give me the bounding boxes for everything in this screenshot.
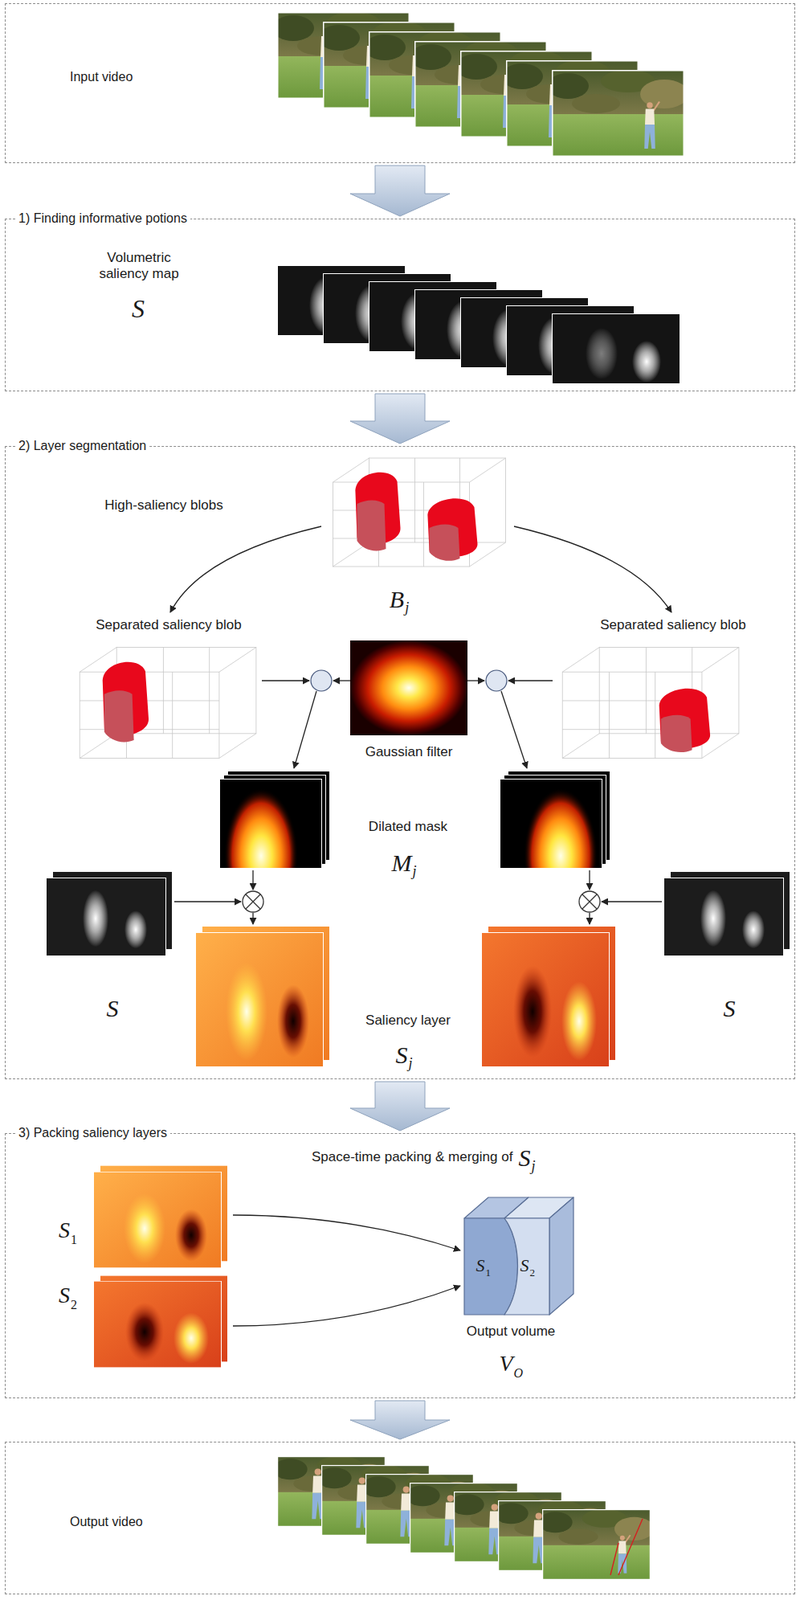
- symbol-letter: S: [723, 994, 736, 1021]
- block-arrow: [350, 165, 450, 217]
- panel-box: 1) Finding informative potionsVolumetric…: [4, 218, 796, 392]
- saliency-layer-left: [195, 925, 331, 1067]
- panel-box: Output video: [4, 1440, 796, 1594]
- figure-caption: Saliency layer: [365, 1012, 451, 1029]
- panel-text: Volumetric saliency map: [82, 249, 196, 283]
- blob-volume: [333, 457, 507, 567]
- subscript: j: [408, 1055, 413, 1072]
- figure-caption: Output volume: [466, 1323, 556, 1339]
- input-frames: [272, 12, 689, 157]
- symbol-letter: S: [106, 994, 119, 1021]
- symbol-letter: S: [476, 1255, 486, 1275]
- subscript: j: [404, 600, 409, 617]
- symbol-letter: V: [498, 1351, 513, 1376]
- figure-caption: Separated saliency blob: [95, 617, 241, 633]
- figure-caption: Dilated mask: [368, 819, 448, 835]
- subscript: 2: [70, 1297, 78, 1312]
- symbol-letter: B: [389, 585, 405, 613]
- panel-text: Output video: [69, 1513, 143, 1529]
- symbol-letter: S: [58, 1282, 70, 1308]
- combine-circles: [310, 669, 507, 691]
- panel-heading: 1) Finding informative potions: [15, 210, 191, 226]
- figure-caption: Gaussian filter: [365, 744, 454, 760]
- block-arrow: [350, 1400, 450, 1439]
- separated-blob-right: [562, 647, 739, 759]
- subscript: j: [412, 863, 417, 880]
- saliency-layer-right: [481, 925, 617, 1067]
- subscript: 1: [485, 1266, 492, 1278]
- symbol-letter: M: [391, 848, 413, 876]
- panel-heading: 3) Packing saliency layers: [15, 1124, 171, 1140]
- subscript: 2: [530, 1266, 536, 1278]
- subscript: O: [514, 1365, 524, 1380]
- block-arrow: [350, 1081, 450, 1131]
- subscript: 1: [70, 1232, 78, 1247]
- gaussian-filter-image: [350, 640, 468, 735]
- saliency-image-left: [45, 870, 173, 956]
- subscript: j: [530, 1158, 535, 1175]
- symbol-letter: S: [520, 1255, 530, 1275]
- block-arrow: [350, 393, 450, 444]
- output-frames: [273, 1455, 654, 1580]
- panel-box: Input video: [4, 3, 796, 164]
- saliency-frames: [277, 265, 681, 384]
- flow-arrows: [170, 526, 672, 1326]
- figure-caption: Space-time packing & merging of: [311, 1149, 513, 1165]
- output-volume-cube: [464, 1196, 574, 1315]
- dilated-mask-right: [499, 770, 611, 923]
- layer-one-image: [93, 1164, 229, 1268]
- panel-text: Input video: [69, 69, 133, 85]
- panel-box: 3) Packing saliency layers: [4, 1132, 796, 1398]
- multiply-symbols: [242, 890, 600, 912]
- separated-blob-left: [79, 647, 257, 759]
- video-frame: [538, 1508, 654, 1580]
- saliency-frame: [551, 313, 681, 384]
- panel-heading: 2) Layer segmentation: [15, 437, 150, 454]
- figure-caption: High-saliency blobs: [104, 497, 223, 514]
- symbol-letter: S: [131, 294, 145, 323]
- symbol-letter: S: [518, 1143, 531, 1171]
- dilated-mask-left: [219, 770, 331, 923]
- layer-two-image: [93, 1274, 229, 1368]
- symbol-letter: S: [395, 1040, 409, 1068]
- symbol-letter: S: [58, 1217, 70, 1243]
- seam-line: [610, 1518, 643, 1575]
- figure-caption: Separated saliency blob: [600, 617, 746, 633]
- panel-box: 2) Layer segmentation: [4, 445, 796, 1079]
- video-frame: [546, 69, 689, 157]
- saliency-image-right: [663, 870, 791, 956]
